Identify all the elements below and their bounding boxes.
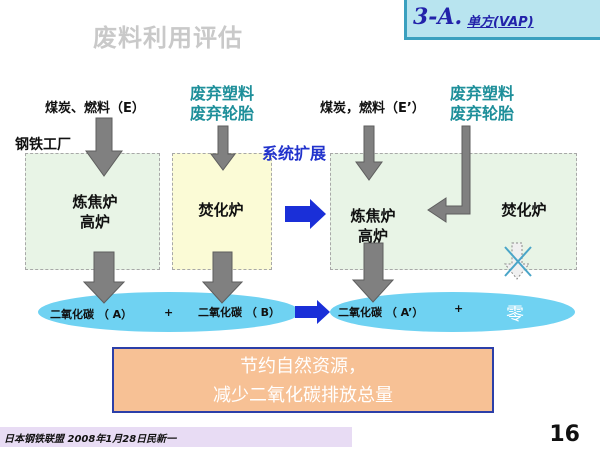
arrow-down-icon [355, 125, 383, 181]
waste-plastic-text: 废弃塑料 [450, 84, 515, 103]
result-box: 节约自然资源， 减少二氧化碳排放总量 [112, 347, 494, 413]
coke-oven-text: 炼焦炉 [350, 207, 396, 225]
waste-tire-text: 废弃轮胎 [190, 104, 255, 123]
right-incinerator-label: 焚化炉 [501, 201, 547, 219]
section-badge: 3-A. 单方(VAP) [404, 0, 600, 40]
left-incinerator-label: 焚化炉 [198, 201, 244, 219]
system-expansion-label: 系统扩展 [262, 144, 327, 163]
arrow-down-icon [85, 117, 123, 177]
footer-bar: 日本钢铁联盟 2008年1月28日民新一 [0, 427, 352, 447]
arrow-down-icon [351, 242, 395, 303]
co2-b-label: 二氧化碳 （ B） [198, 306, 281, 319]
left-incinerator-box [172, 153, 272, 270]
waste-plastic-text: 废弃塑料 [190, 84, 255, 103]
blast-furnace-text: 高炉 [79, 213, 110, 231]
badge-number: 3-A. [413, 4, 463, 30]
page-number: 16 [549, 422, 580, 447]
arrow-down-icon [201, 251, 244, 304]
coke-oven-text: 炼焦炉 [72, 193, 118, 211]
right-waste-label: 废弃塑料 废弃轮胎 [450, 84, 514, 124]
arrow-right-icon [295, 300, 330, 324]
plus-sign: + [164, 306, 174, 319]
badge-subtitle: 单方(VAP) [467, 15, 534, 30]
left-waste-label: 废弃塑料 废弃轮胎 [190, 84, 254, 124]
zero-label: 零 [506, 304, 524, 325]
right-furnace-label: 炼焦炉 高炉 [337, 206, 409, 246]
steel-plant-label: 钢铁工厂 [15, 137, 71, 153]
bent-arrow-icon [427, 125, 471, 223]
page-title: 废料利用评估 [93, 24, 243, 52]
arrow-down-icon [210, 125, 236, 171]
blast-furnace-text: 高炉 [357, 227, 388, 245]
left-furnace-label: 炼焦炉 高炉 [55, 192, 135, 232]
co2-a-prime-label: 二氧化碳 （ A’） [338, 306, 424, 319]
co2-a-label: 二氧化碳 （ A） [50, 308, 133, 321]
left-emission-ellipse [38, 292, 300, 332]
right-fuel-label: 煤炭，燃料（E’） [320, 101, 425, 116]
waste-tire-text: 废弃轮胎 [450, 104, 515, 123]
footer-org-text: 日本钢铁联盟 2008年1月28日民新一 [4, 434, 177, 445]
plus-sign: + [454, 302, 464, 315]
left-fuel-label: 煤炭、燃料（E） [45, 101, 145, 116]
left-plant-box [25, 153, 160, 270]
result-line-1: 节约自然资源， [240, 356, 366, 377]
arrow-down-icon [82, 251, 126, 304]
arrow-right-icon [285, 199, 326, 229]
result-line-2: 减少二氧化碳排放总量 [213, 385, 393, 406]
